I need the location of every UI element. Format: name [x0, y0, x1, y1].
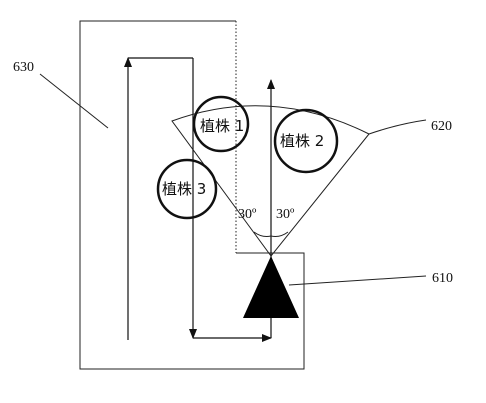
label-610: 610 [432, 271, 453, 286]
leader-610 [288, 275, 427, 286]
plant-2-circle [273, 108, 339, 174]
label-620: 620 [431, 119, 452, 134]
plant-2-label: 植株 2 [280, 132, 324, 150]
leader-630 [39, 73, 109, 129]
region-boundary [79, 20, 305, 370]
region-outline-solid [79, 20, 305, 370]
leader-lines [39, 73, 427, 286]
angle-arcs [253, 231, 289, 237]
device-triangle [243, 256, 299, 318]
plant-2: 植株 2 [273, 108, 339, 174]
angle-arc-right [270, 231, 289, 237]
leader-620 [368, 119, 427, 135]
detection-sector [171, 105, 370, 257]
plant-1: 植株 1 [192, 95, 250, 153]
plant-3-circle [156, 158, 218, 220]
angle-label-left: 30º [238, 207, 257, 222]
plant-3-label: 植株 3 [162, 180, 206, 198]
plant-3: 植株 3 [156, 158, 218, 220]
plant-1-circle [192, 95, 250, 153]
label-630: 630 [13, 60, 34, 75]
plant-1-label: 植株 1 [200, 117, 244, 135]
angle-arc-left [253, 231, 272, 237]
travel-path [124, 57, 275, 342]
angle-label-right: 30º [276, 207, 295, 222]
